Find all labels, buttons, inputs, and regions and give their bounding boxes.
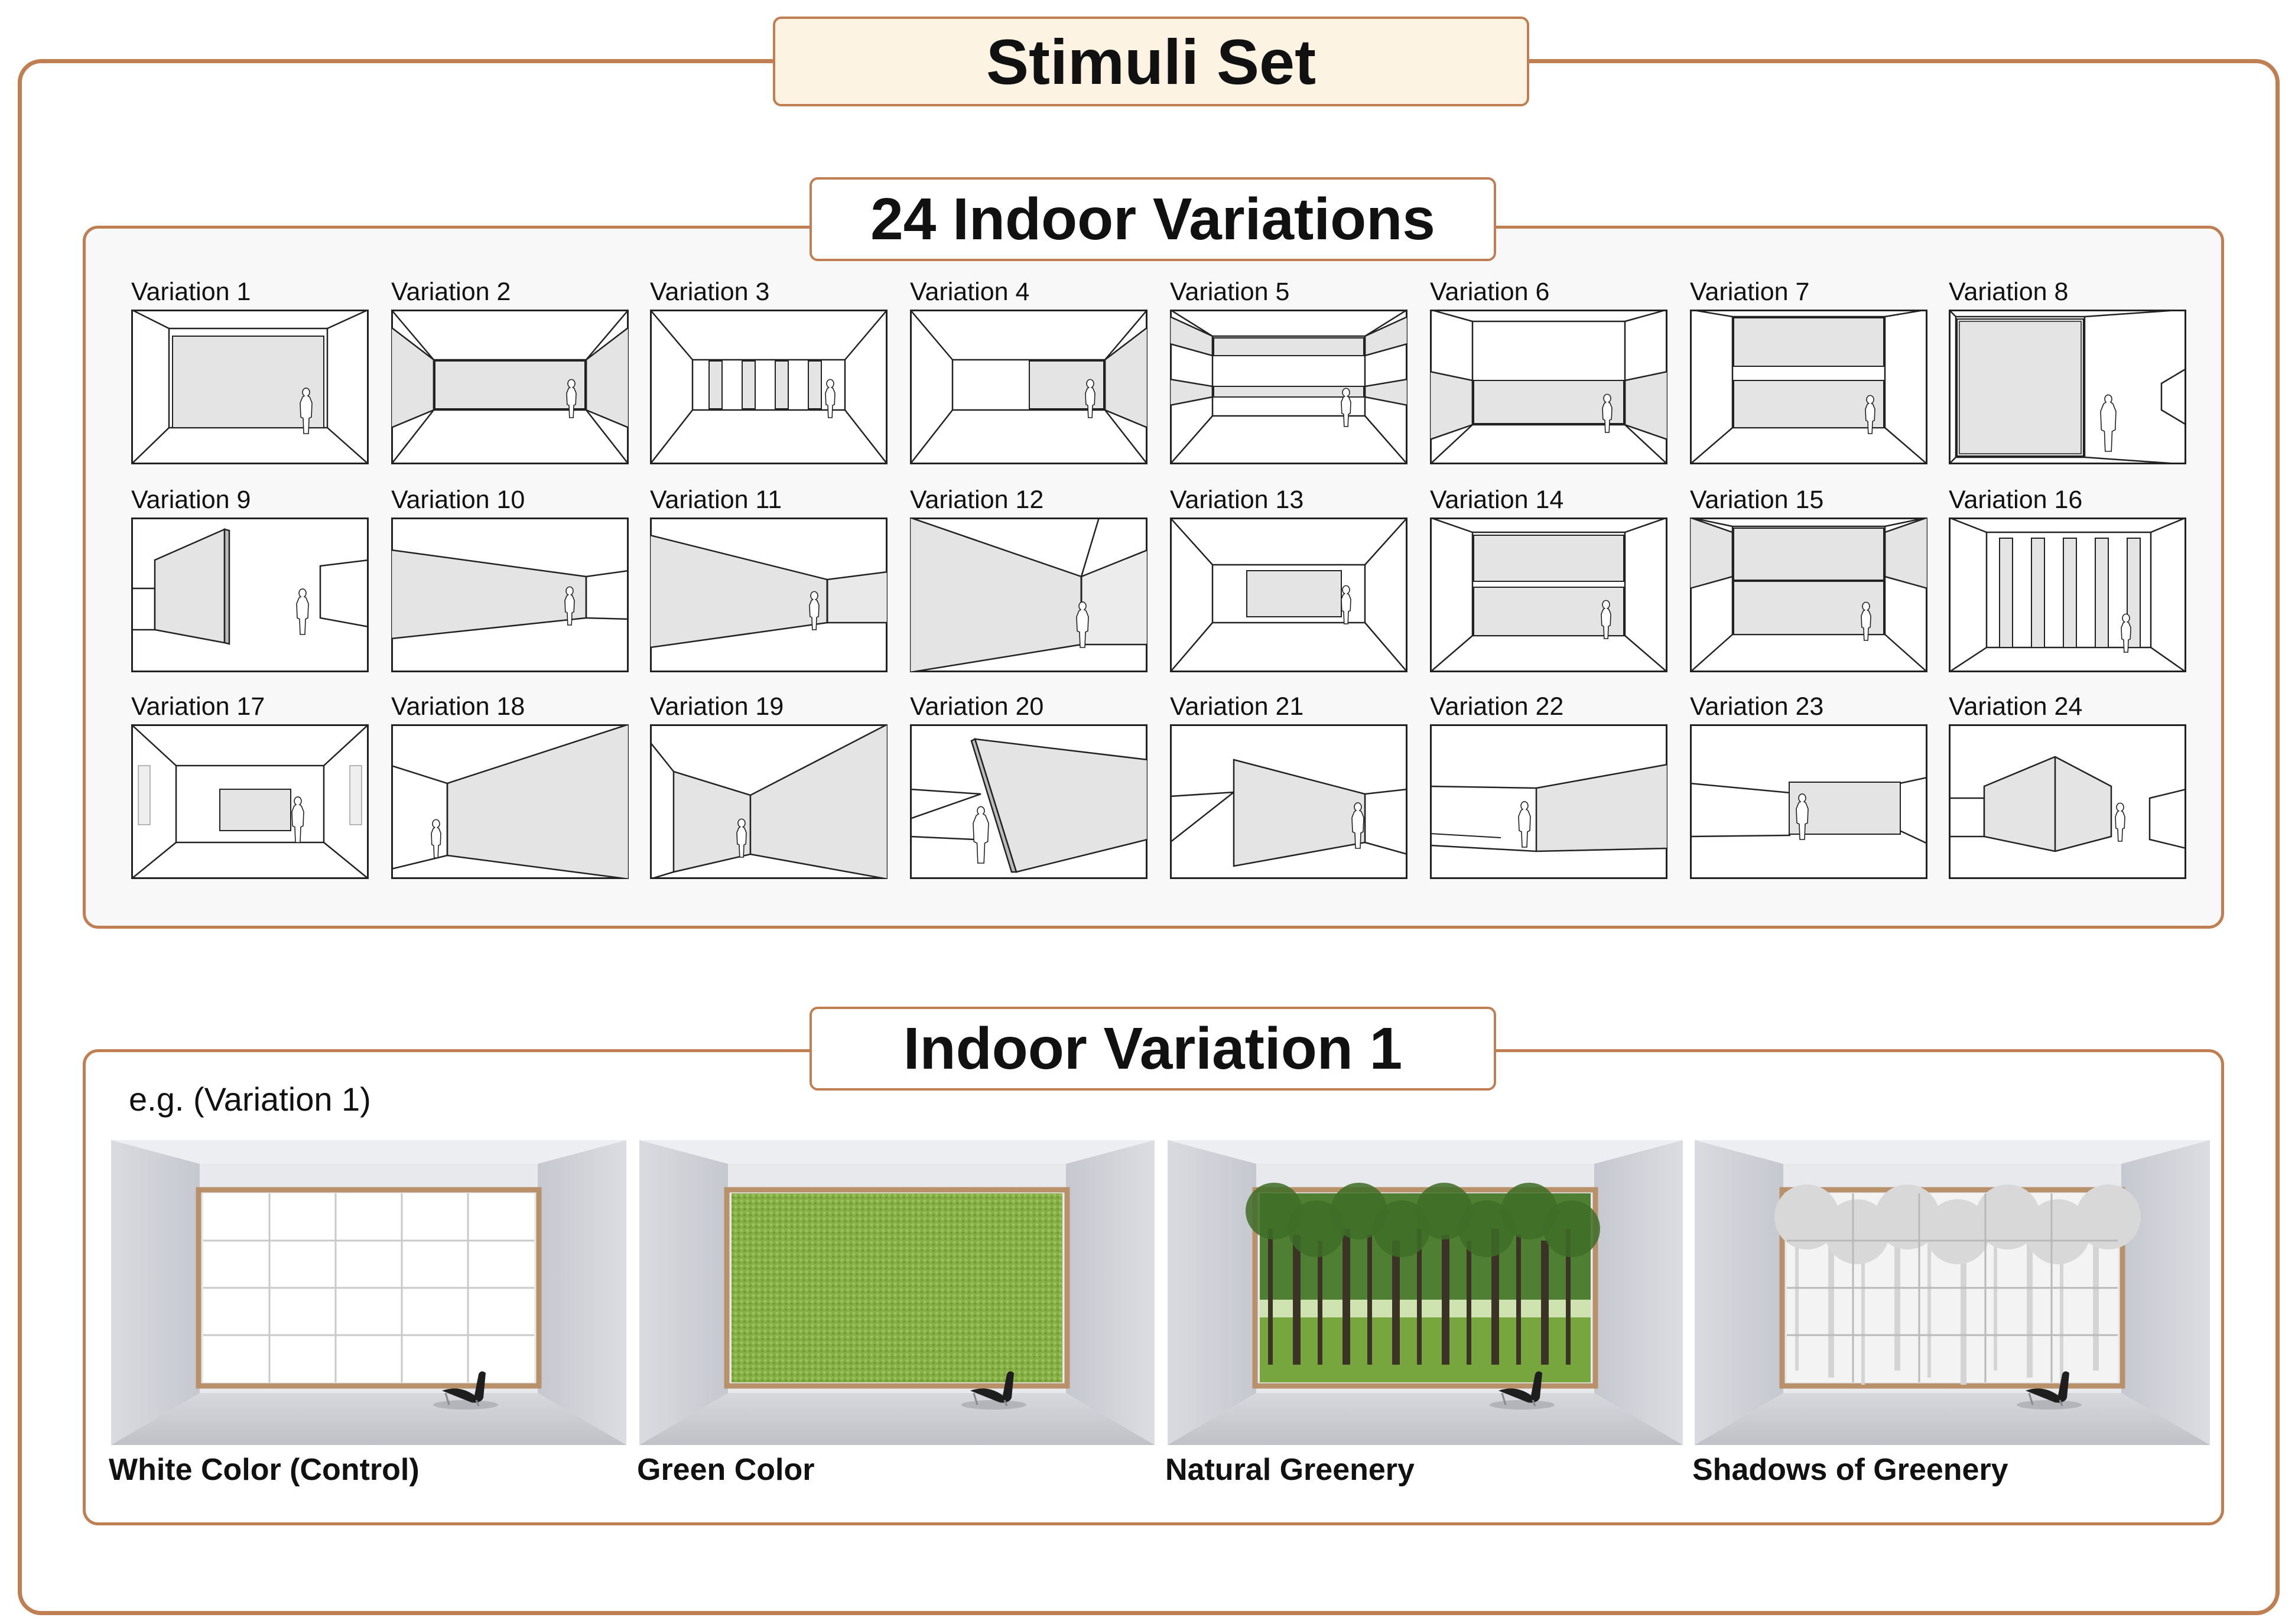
room-sketch-icon xyxy=(650,724,888,879)
room-sketch-icon xyxy=(910,724,1148,879)
render-nature: Natural Greenery xyxy=(1165,1140,1683,1487)
room-sketch-icon xyxy=(1949,518,2186,672)
render-caption: White Color (Control) xyxy=(109,1453,420,1487)
room-sketch-icon xyxy=(1949,310,2186,464)
room-sketch-icon xyxy=(1170,310,1407,464)
variation-label: Variation 1 xyxy=(131,278,251,306)
variation-16-card: Variation 16 xyxy=(1949,486,2186,676)
variations-section-title: 24 Indoor Variations xyxy=(810,177,1496,261)
room-sketch-icon xyxy=(650,518,888,672)
variation-18-card: Variation 18 xyxy=(391,692,629,883)
render-caption: Natural Greenery xyxy=(1165,1453,1415,1487)
variation-label: Variation 23 xyxy=(1690,692,1824,721)
room-render-image xyxy=(111,1140,626,1445)
variation-10-card: Variation 10 xyxy=(391,486,629,676)
variation-4-card: Variation 4 xyxy=(910,278,1148,468)
room-sketch-icon xyxy=(391,310,629,464)
room-sketch-icon xyxy=(131,310,369,464)
variation-label: Variation 20 xyxy=(910,692,1044,721)
variation-22-card: Variation 22 xyxy=(1430,692,1667,883)
room-sketch-icon xyxy=(650,310,888,464)
variation-5-card: Variation 5 xyxy=(1170,278,1407,468)
room-render-image xyxy=(1695,1140,2210,1445)
page-title: Stimuli Set xyxy=(773,17,1529,106)
room-render-image xyxy=(1168,1140,1683,1445)
variation-label: Variation 2 xyxy=(391,278,511,306)
variation-label: Variation 24 xyxy=(1949,692,2083,721)
variation-12-card: Variation 12 xyxy=(910,486,1148,676)
example-section-title: Indoor Variation 1 xyxy=(810,1007,1496,1091)
room-sketch-icon xyxy=(1690,310,1927,464)
variation-label: Variation 12 xyxy=(910,486,1044,514)
variation-11-card: Variation 11 xyxy=(650,486,888,676)
variation-label: Variation 7 xyxy=(1690,278,1810,306)
variation-label: Variation 16 xyxy=(1949,486,2083,514)
variation-6-card: Variation 6 xyxy=(1430,278,1667,468)
variation-label: Variation 21 xyxy=(1170,692,1304,721)
variation-label: Variation 3 xyxy=(650,278,770,306)
room-sketch-icon xyxy=(910,310,1148,464)
variation-label: Variation 9 xyxy=(131,486,251,514)
variation-7-card: Variation 7 xyxy=(1690,278,1927,468)
variation-15-card: Variation 15 xyxy=(1690,486,1927,676)
variation-label: Variation 13 xyxy=(1170,486,1304,514)
room-sketch-icon xyxy=(391,724,629,879)
room-sketch-icon xyxy=(910,518,1148,672)
variation-1-card: Variation 1 xyxy=(131,278,369,468)
room-render-image xyxy=(639,1140,1155,1445)
render-white: White Color (Control) xyxy=(109,1140,626,1487)
variation-label: Variation 17 xyxy=(131,692,265,721)
variation-label: Variation 22 xyxy=(1430,692,1564,721)
room-sketch-icon xyxy=(1170,724,1407,879)
render-caption: Green Color xyxy=(637,1453,815,1487)
variation-label: Variation 4 xyxy=(910,278,1030,306)
variation-label: Variation 5 xyxy=(1170,278,1290,306)
room-sketch-icon xyxy=(391,518,629,672)
variation-9-card: Variation 9 xyxy=(131,486,369,676)
room-sketch-icon xyxy=(131,518,369,672)
variation-20-card: Variation 20 xyxy=(910,692,1148,883)
render-shadow: Shadows of Greenery xyxy=(1692,1140,2210,1487)
room-sketch-icon xyxy=(1170,518,1407,672)
example-note: e.g. (Variation 1) xyxy=(129,1081,371,1118)
variation-label: Variation 18 xyxy=(391,692,525,721)
variation-label: Variation 8 xyxy=(1949,278,2069,306)
room-sketch-icon xyxy=(1430,724,1667,879)
variation-label: Variation 6 xyxy=(1430,278,1550,306)
variation-label: Variation 14 xyxy=(1430,486,1564,514)
variation-label: Variation 10 xyxy=(391,486,525,514)
room-sketch-icon xyxy=(1949,724,2186,879)
variation-21-card: Variation 21 xyxy=(1170,692,1407,883)
variation-17-card: Variation 17 xyxy=(131,692,369,883)
render-green: Green Color xyxy=(637,1140,1155,1487)
variation-label: Variation 19 xyxy=(650,692,784,721)
variation-3-card: Variation 3 xyxy=(650,278,888,468)
room-sketch-icon xyxy=(1690,724,1927,879)
room-sketch-icon xyxy=(131,724,369,879)
room-sketch-icon xyxy=(1690,518,1927,672)
variation-8-card: Variation 8 xyxy=(1949,278,2186,468)
variation-13-card: Variation 13 xyxy=(1170,486,1407,676)
variation-label: Variation 15 xyxy=(1690,486,1824,514)
variation-label: Variation 11 xyxy=(650,486,782,514)
variation-14-card: Variation 14 xyxy=(1430,486,1667,676)
variation-23-card: Variation 23 xyxy=(1690,692,1927,883)
room-sketch-icon xyxy=(1430,310,1667,464)
variation-24-card: Variation 24 xyxy=(1949,692,2186,883)
render-caption: Shadows of Greenery xyxy=(1692,1453,2008,1487)
variation-2-card: Variation 2 xyxy=(391,278,629,468)
room-sketch-icon xyxy=(1430,518,1667,672)
variation-19-card: Variation 19 xyxy=(650,692,888,883)
